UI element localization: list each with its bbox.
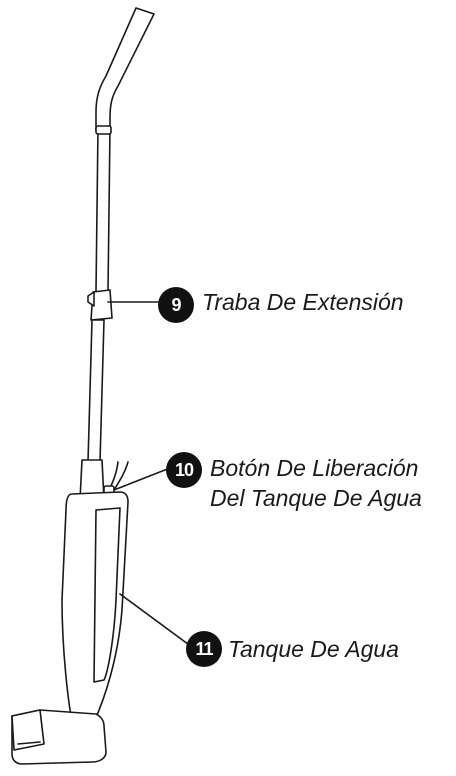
callout-number-11: 11 [186,631,222,667]
water-tank [93,507,121,683]
shaft-collar [95,125,112,135]
callout-number-10: 10 [166,452,202,488]
handle-grip [95,7,155,131]
extension-lock [90,289,113,321]
upper-shaft [95,127,111,293]
lower-shaft [87,319,105,463]
callout-label-water-tank: Tanque De Agua [228,636,399,662]
callout-label-extension-lock: Traba De Extensión [202,289,404,315]
callout-label-release-button: Botón De Liberación [210,455,419,481]
leader-line-10 [113,467,171,491]
callout-label-release-button-line2: Del Tanque De Agua [210,485,422,511]
callout-number-9: 9 [158,287,194,323]
leader-line-11 [119,593,197,651]
